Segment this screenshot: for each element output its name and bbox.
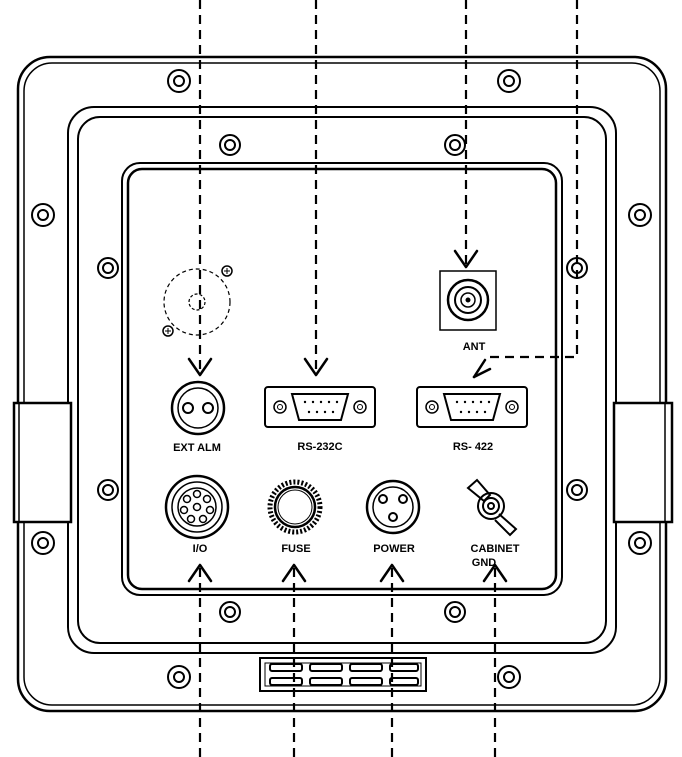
outer-housing xyxy=(18,57,666,711)
rs232c-connector xyxy=(265,387,375,427)
rs422-connector xyxy=(417,387,527,427)
optional-ext-alm-mount xyxy=(163,266,232,336)
rs232c-label: RS-232C xyxy=(297,441,342,453)
ext-alm-label: EXT ALM xyxy=(173,442,221,454)
cabinet-gnd-terminal xyxy=(468,480,516,535)
vent-grille xyxy=(260,658,426,691)
io-connector xyxy=(166,476,228,538)
cabinet-gnd-label-line1: CABINET xyxy=(471,543,520,555)
ant-connector xyxy=(440,271,496,330)
io-label: I/O xyxy=(193,543,208,555)
ext-alm-connector xyxy=(172,382,224,434)
power-connector xyxy=(367,481,419,533)
ant-label: ANT xyxy=(463,341,486,353)
rs422-label: RS- 422 xyxy=(453,441,493,453)
fuse-label: FUSE xyxy=(281,543,310,555)
power-label: POWER xyxy=(373,543,415,555)
right-bracket xyxy=(614,403,672,522)
fuse-holder xyxy=(270,482,320,532)
middle-frame xyxy=(68,107,616,653)
left-bracket xyxy=(14,403,71,522)
